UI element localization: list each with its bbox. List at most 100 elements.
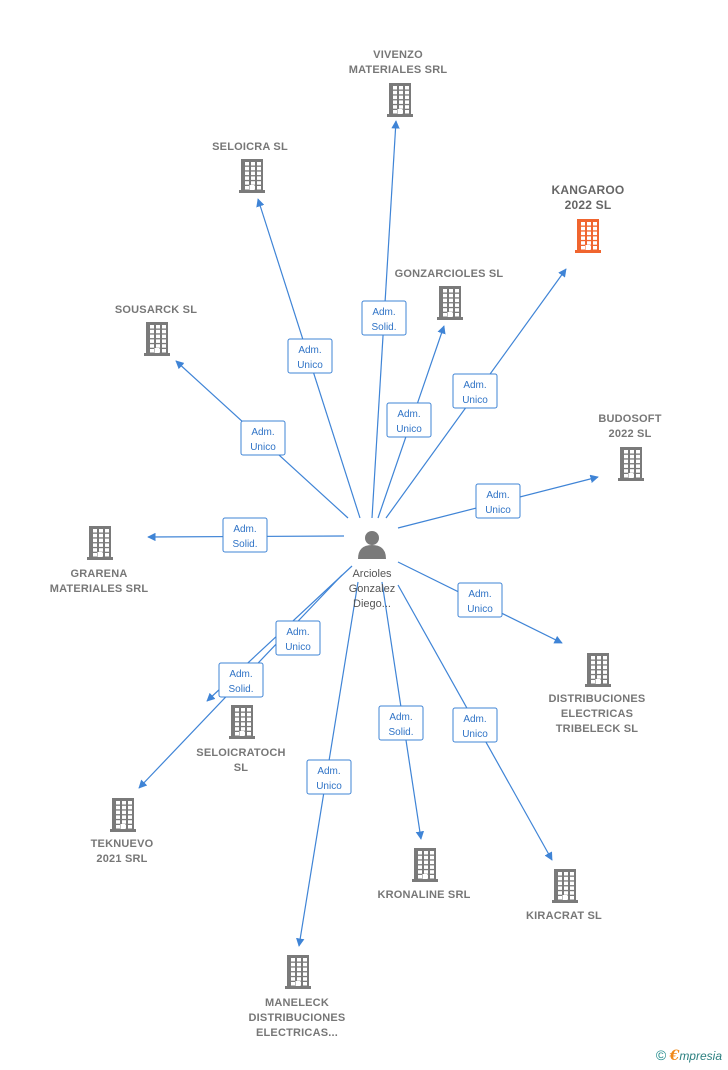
building-icon-highlighted [575,219,601,253]
company-node-maneleck[interactable]: MANELECK DISTRIBUCIONES ELECTRICAS... [249,955,346,1039]
building-icon [552,869,578,903]
role-text: Unico [316,781,342,792]
role-text: Adm. [372,307,395,318]
company-label: DISTRIBUCIONES [249,1012,346,1024]
brand-logo-initial: € [669,1048,680,1064]
role-badge-vivenzo[interactable]: Adm. Solid. [361,300,407,336]
role-text: Solid. [232,539,257,550]
role-text: Adm. [397,409,420,420]
company-label: TRIBELECK SL [556,723,639,735]
role-text: Adm. [229,669,252,680]
company-label: DISTRIBUCIONES [549,693,646,705]
company-label: TEKNUEVO [91,838,154,850]
building-icon [412,848,438,882]
company-label: KANGAROO [552,183,625,197]
role-text: Unico [250,442,276,453]
person-name: Diego... [353,598,391,610]
company-label: SOUSARCK SL [115,304,197,316]
company-label: MANELECK [265,997,329,1009]
role-badge-kiracrat[interactable]: Adm. Unico [452,707,498,743]
footer-brand: © €mpresia [656,1047,722,1064]
role-text: Adm. [486,490,509,501]
copyright-symbol: © [655,1047,667,1063]
company-label: KIRACRAT SL [526,910,602,922]
role-text: Adm. [468,589,491,600]
role-text: Adm. [298,345,321,356]
role-badge-kronaline[interactable]: Adm. Solid. [378,705,424,741]
company-label: ELECTRICAS [561,708,633,720]
role-badge-budosoft[interactable]: Adm. Unico [475,483,521,519]
role-text: Adm. [463,714,486,725]
building-icon [144,322,170,356]
role-text: Adm. [233,524,256,535]
company-label: GONZARCIOLES SL [395,268,504,280]
company-label: MATERIALES SRL [349,64,448,76]
company-node-sousarck[interactable]: SOUSARCK SL [115,304,197,356]
role-badge-sousarck[interactable]: Adm. Unico [240,420,286,456]
company-node-seloicratoch[interactable]: SELOICRATOCH SL [196,705,285,774]
company-label: ELECTRICAS... [256,1027,338,1039]
company-node-vivenzo[interactable]: VIVENZO MATERIALES SRL [349,49,448,117]
building-icon [437,286,463,320]
role-badge-teknuevo[interactable]: Adm. Solid. [218,662,264,698]
company-label: MATERIALES SRL [50,583,149,595]
role-text: Adm. [251,427,274,438]
company-label: BUDOSOFT [598,413,661,425]
role-text: Unico [396,424,422,435]
building-icon [285,955,311,989]
company-label: 2021 SRL [96,853,147,865]
role-text: Unico [297,360,323,371]
role-text: Unico [467,604,493,615]
role-text: Unico [462,395,488,406]
company-label: 2022 SL [565,198,612,212]
role-badge-seloicra[interactable]: Adm. Unico [287,338,333,374]
building-icon [618,447,644,481]
roles-layer: Adm.Solid.Adm.UnicoAdm.UnicoAdm.UnicoAdm… [218,300,521,795]
role-text: Adm. [286,627,309,638]
center-person-node[interactable]: ArciolesGonzalezDiego... [349,531,395,610]
role-text: Adm. [389,712,412,723]
role-text: Solid. [228,684,253,695]
company-label: SELOICRATOCH [196,747,285,759]
building-icon [229,705,255,739]
person-name: Gonzalez [349,583,395,595]
company-node-grarena[interactable]: GRARENA MATERIALES SRL [50,526,149,595]
company-node-kronaline[interactable]: KRONALINE SRL [377,848,470,901]
role-badge-kangaroo[interactable]: Adm. Unico [452,373,498,409]
role-text: Solid. [371,322,396,333]
company-label: KRONALINE SRL [377,889,470,901]
company-label: VIVENZO [373,49,423,61]
brand-logo-text: mpresia [679,1049,722,1063]
person-icon [358,531,386,559]
role-text: Adm. [317,766,340,777]
person-name: Arcioles [352,568,392,580]
role-text: Adm. [463,380,486,391]
role-badge-grarena[interactable]: Adm. Solid. [222,517,268,553]
building-icon [585,653,611,687]
building-icon [239,159,265,193]
company-label: GRARENA [70,568,127,580]
role-badge-maneleck[interactable]: Adm. Unico [306,759,352,795]
company-label: 2022 SL [609,428,652,440]
company-node-budosoft[interactable]: BUDOSOFT 2022 SL [598,413,662,481]
role-badge-seloicratoch[interactable]: Adm. Unico [275,620,321,656]
company-node-teknuevo[interactable]: TEKNUEVO 2021 SRL [91,798,154,865]
role-text: Unico [485,505,511,516]
role-badge-gonzarcioles[interactable]: Adm. Unico [386,402,432,438]
company-node-seloicra[interactable]: SELOICRA SL [212,141,288,193]
company-node-distribuciones[interactable]: DISTRIBUCIONES ELECTRICAS TRIBELECK SL [549,653,646,735]
role-text: Unico [462,729,488,740]
building-icon [110,798,136,832]
building-icon [387,83,413,117]
nodes-layer: VIVENZO MATERIALES SRL SELOICRA SL KANGAROO… [50,49,662,1039]
role-text: Unico [285,642,311,653]
company-label: SL [234,762,249,774]
company-node-kiracrat[interactable]: KIRACRAT SL [526,869,602,922]
building-icon [87,526,113,560]
role-badge-distribuciones[interactable]: Adm. Unico [457,582,503,618]
company-node-gonzarcioles[interactable]: GONZARCIOLES SL [395,268,504,320]
company-label: SELOICRA SL [212,141,288,153]
role-text: Solid. [388,727,413,738]
